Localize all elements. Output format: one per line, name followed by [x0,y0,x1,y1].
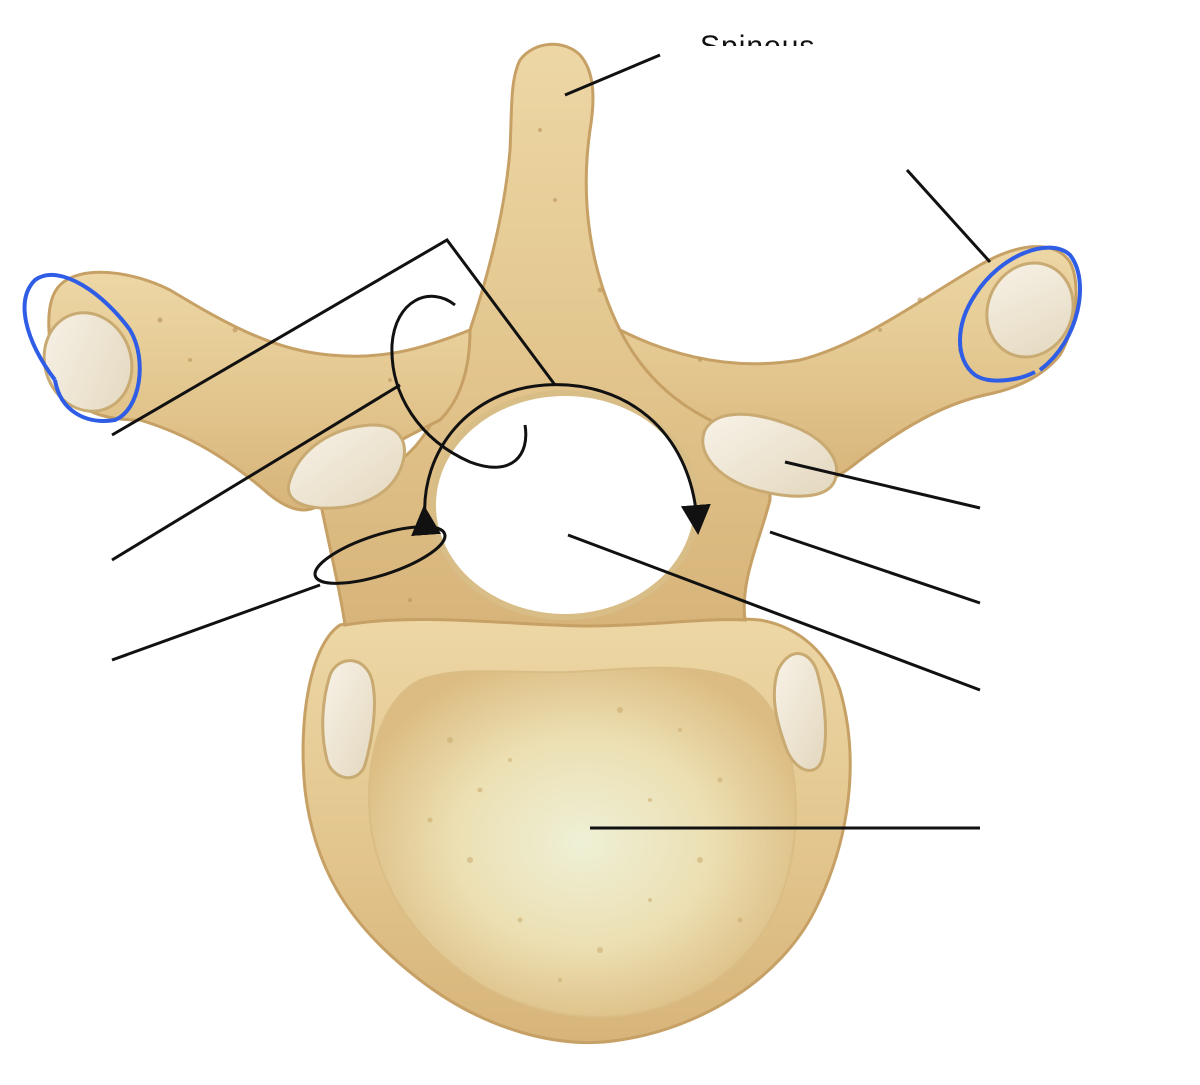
leader-line-transverse-right [905,168,992,264]
leader-line-superior-facet [784,460,981,510]
cortical-bone-pores [157,128,962,602]
leader-line-lamina [111,238,557,437]
left-highlight-circle [22,273,142,423]
right-body-costal-facet [772,652,827,772]
leader-line-pedicle [111,583,321,662]
label-leader-lines [111,53,992,830]
right-transverse-costal-facet [985,261,1075,359]
vertebral-body-surface [368,666,797,1018]
partial-label-spinous: Spinous [700,22,850,46]
leader-line-foramen [567,533,981,692]
highlight-marks [22,245,1082,423]
annotation-marks [313,294,711,585]
right-highlight-circle [958,245,1082,383]
left-body-costal-facet [321,659,376,780]
leader-line-right-pedicle [769,530,981,605]
foramen-arc-arrow [411,383,711,537]
cancellous-bone-texture [427,707,743,982]
lamina-loop [390,294,528,469]
left-transverse-costal-facet [42,311,134,413]
right-superior-articular-facet [701,412,838,498]
left-superior-articular-facet [287,423,406,510]
leader-line-spinous [564,53,661,97]
leader-line-left-articular [111,383,401,562]
partial-label-text: Spinous [700,30,850,46]
